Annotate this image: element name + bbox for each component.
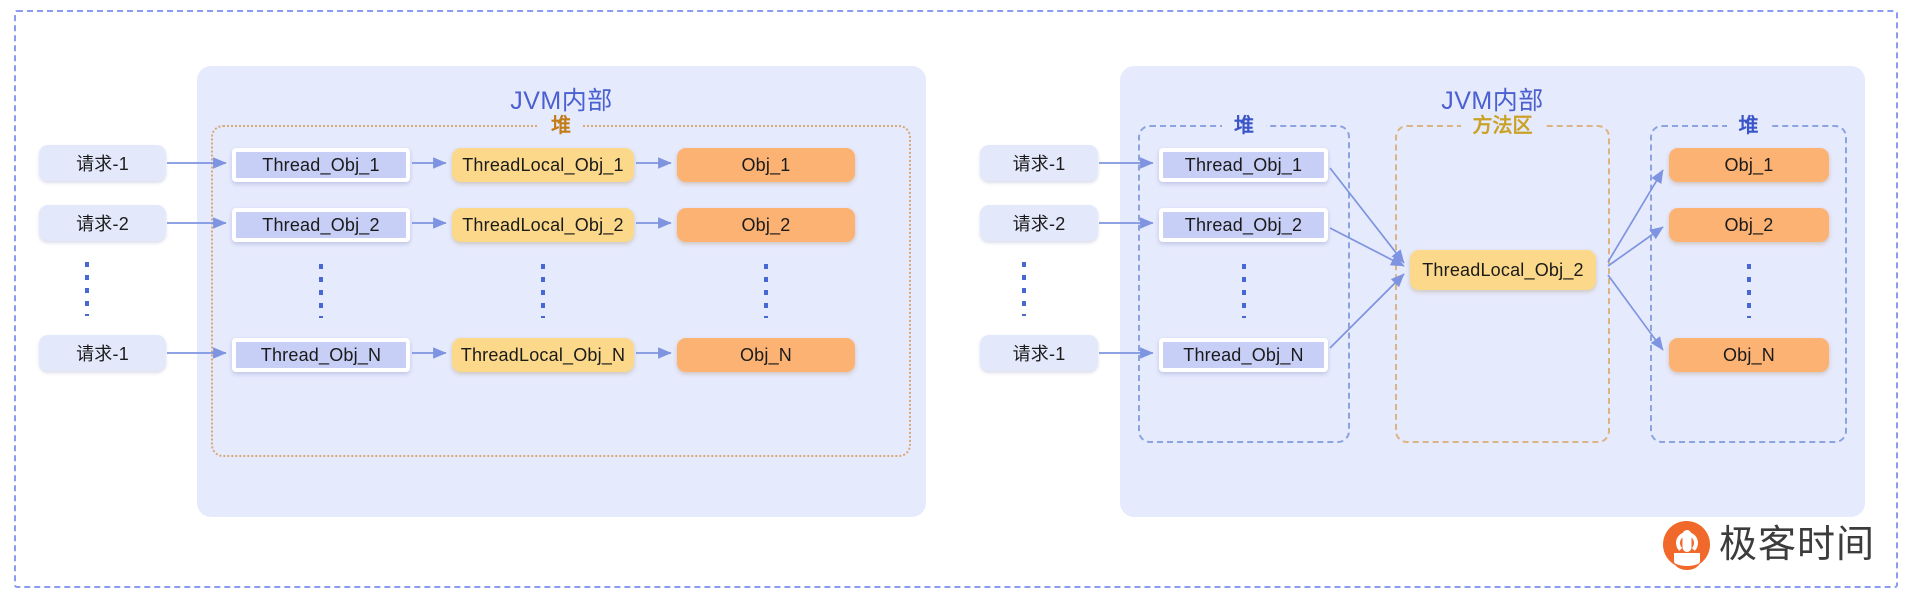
right-thread-box-2: Thread_Obj_2	[1159, 208, 1328, 242]
jvm-panel-right: JVM内部 堆 方法区 堆 Thread_Obj_1 Thread_Obj_2 …	[1120, 66, 1865, 517]
outer-dashed-frame	[14, 10, 1898, 588]
left-heap-region: 堆	[211, 115, 911, 457]
left-request-box-n: 请求-1	[39, 335, 166, 371]
left-request-box-2: 请求-2	[39, 205, 166, 241]
right-heap-right-region: 堆	[1650, 115, 1847, 443]
right-thread-ellipsis	[1242, 264, 1246, 318]
jvm-panel-right-title: JVM内部	[1441, 87, 1544, 115]
left-obj-box-n: Obj_N	[677, 338, 855, 372]
right-shared-threadlocal-box: ThreadLocal_Obj_2	[1410, 250, 1596, 290]
right-thread-box-n: Thread_Obj_N	[1159, 338, 1328, 372]
left-thread-ellipsis	[319, 264, 323, 318]
right-heap-right-title: 堆	[1652, 112, 1845, 140]
right-thread-box-1: Thread_Obj_1	[1159, 148, 1328, 182]
left-obj-box-1: Obj_1	[677, 148, 855, 182]
left-threadlocal-box-n: ThreadLocal_Obj_N	[452, 338, 634, 372]
right-obj-ellipsis	[1747, 264, 1751, 318]
geektime-logo-tail	[1673, 553, 1700, 570]
right-method-area-title: 方法区	[1397, 112, 1608, 140]
jvm-panel-left-title: JVM内部	[510, 87, 613, 115]
right-request-box-2: 请求-2	[980, 205, 1098, 241]
left-request-box-1: 请求-1	[39, 145, 166, 181]
right-obj-box-n: Obj_N	[1669, 338, 1829, 372]
jvm-panel-left: JVM内部 堆 Thread_Obj_1 Thread_Obj_2 Thread…	[197, 66, 926, 517]
left-threadlocal-box-2: ThreadLocal_Obj_2	[452, 208, 634, 242]
left-obj-box-2: Obj_2	[677, 208, 855, 242]
right-request-box-n: 请求-1	[980, 335, 1098, 371]
left-thread-box-n: Thread_Obj_N	[232, 338, 410, 372]
geektime-brand-text: 极客时间	[1719, 523, 1876, 566]
right-heap-left-title: 堆	[1140, 112, 1348, 140]
left-obj-ellipsis	[764, 264, 768, 318]
right-request-ellipsis	[1022, 262, 1026, 316]
left-thread-box-1: Thread_Obj_1	[232, 148, 410, 182]
geektime-watermark: 极客时间	[1663, 521, 1876, 570]
right-obj-box-1: Obj_1	[1669, 148, 1829, 182]
left-heap-region-title: 堆	[213, 112, 909, 140]
left-thread-box-2: Thread_Obj_2	[232, 208, 410, 242]
left-request-ellipsis	[85, 262, 89, 316]
right-obj-box-2: Obj_2	[1669, 208, 1829, 242]
left-threadlocal-box-1: ThreadLocal_Obj_1	[452, 148, 634, 182]
left-threadlocal-ellipsis	[541, 264, 545, 318]
right-request-box-1: 请求-1	[980, 145, 1098, 181]
geektime-logo-icon	[1663, 521, 1710, 570]
